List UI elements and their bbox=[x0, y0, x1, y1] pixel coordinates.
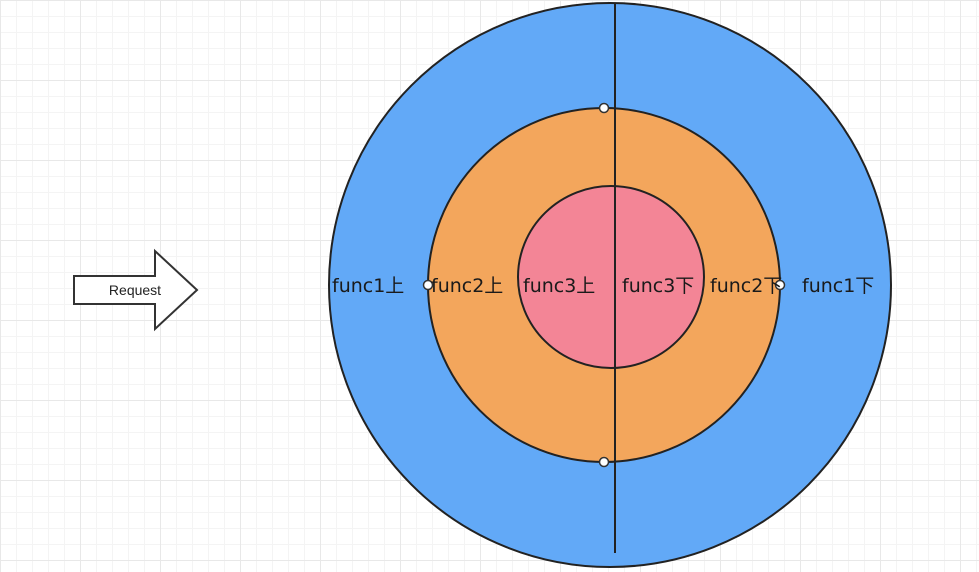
handle-left[interactable] bbox=[422, 279, 434, 291]
request-arrow: Request bbox=[73, 248, 199, 332]
label-func3-down: func3下 bbox=[622, 275, 694, 297]
handle-top[interactable] bbox=[598, 102, 610, 114]
handle-right[interactable] bbox=[774, 279, 786, 291]
request-arrow-label: Request bbox=[109, 282, 161, 298]
label-func2-up: func2上 bbox=[431, 275, 503, 297]
label-func1-down: func1下 bbox=[802, 275, 874, 297]
label-func3-up: func3上 bbox=[523, 275, 595, 297]
label-func1-up: func1上 bbox=[332, 275, 404, 297]
handle-bottom[interactable] bbox=[598, 456, 610, 468]
inner-ring bbox=[517, 185, 705, 369]
request-arrow-shape bbox=[73, 248, 199, 332]
label-func2-down: func2下 bbox=[710, 275, 782, 297]
